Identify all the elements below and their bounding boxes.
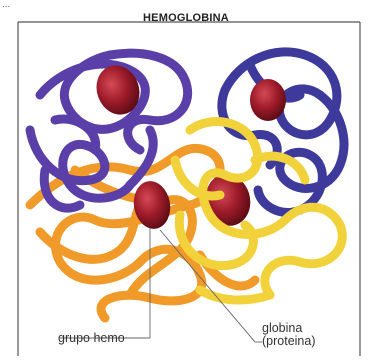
globin-label: globina (proteina) [262, 322, 316, 348]
heme-group-label-text: grupo hemo [58, 331, 125, 345]
heme-group-top-right [250, 79, 286, 121]
heme-group-label: grupo hemo [58, 332, 125, 345]
globin-label-line2: (proteina) [262, 335, 316, 348]
